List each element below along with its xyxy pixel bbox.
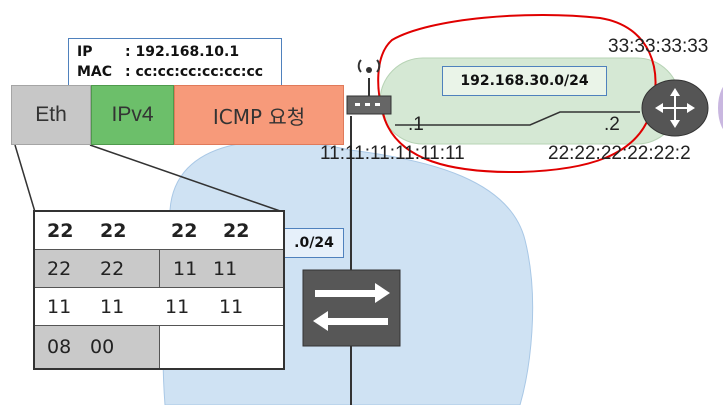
zoom-connector-left xyxy=(14,144,36,213)
mac-key: MAC xyxy=(77,64,113,80)
top-right-mac: 33:33:33:33 xyxy=(608,36,709,57)
empty-cell xyxy=(160,326,283,368)
neighbor-network-edge xyxy=(718,86,723,130)
byte-cell: 00 xyxy=(90,336,115,358)
byte-cell: 11 xyxy=(47,296,72,318)
byte-cell: 22 xyxy=(223,220,250,242)
table-row: 11 11 11 11 xyxy=(35,288,283,326)
host-info-box: IP : 192.168.10.1 MAC : cc:cc:cc:cc:cc:cc xyxy=(68,38,282,86)
highlight-circle xyxy=(377,13,657,174)
byte-cell: 22 xyxy=(171,220,198,242)
byte-cell: 11 xyxy=(213,258,238,280)
table-row: 22 22 11 11 xyxy=(35,250,283,288)
right-subnet-label: 192.168.30.0/24 xyxy=(442,66,607,96)
switch-icon xyxy=(302,269,401,347)
byte-cell: 11 xyxy=(173,258,198,280)
router2-interface: .2 xyxy=(604,114,620,135)
router-icon xyxy=(641,79,709,137)
byte-cell: 22 xyxy=(47,220,74,242)
wifi-router-icon xyxy=(346,59,392,115)
router2-mac: 22:22:22:22:22:2 xyxy=(548,143,691,164)
zoom-connector-right xyxy=(89,144,284,213)
byte-cell: 11 xyxy=(219,296,244,318)
wan-link-line xyxy=(395,111,640,126)
left-subnet-label: .0/24 xyxy=(284,228,344,258)
router1-mac: 11:11:11:11:11:11 xyxy=(320,143,465,164)
ip-key: IP xyxy=(77,44,93,60)
icmp-request-header: ICMP 요청 xyxy=(174,85,344,145)
byte-cell: 08 xyxy=(47,336,72,358)
table-row: 22 22 22 22 xyxy=(35,212,283,250)
byte-cell: 11 xyxy=(165,296,190,318)
byte-cell: 22 xyxy=(100,258,125,280)
byte-cell: 22 xyxy=(100,220,127,242)
table-row: 08 00 xyxy=(35,326,283,368)
ipv4-header: IPv4 xyxy=(91,85,174,145)
ip-value: : 192.168.10.1 xyxy=(125,44,240,60)
byte-cell: 11 xyxy=(100,296,125,318)
byte-cell: 22 xyxy=(47,258,72,280)
eth-header: Eth xyxy=(11,85,91,145)
mac-value: : cc:cc:cc:cc:cc:cc xyxy=(125,64,264,80)
router1-interface: .1 xyxy=(408,114,424,135)
eth-frame-bytes-table: 22 22 22 22 22 22 11 11 11 11 11 11 08 0… xyxy=(33,210,285,370)
